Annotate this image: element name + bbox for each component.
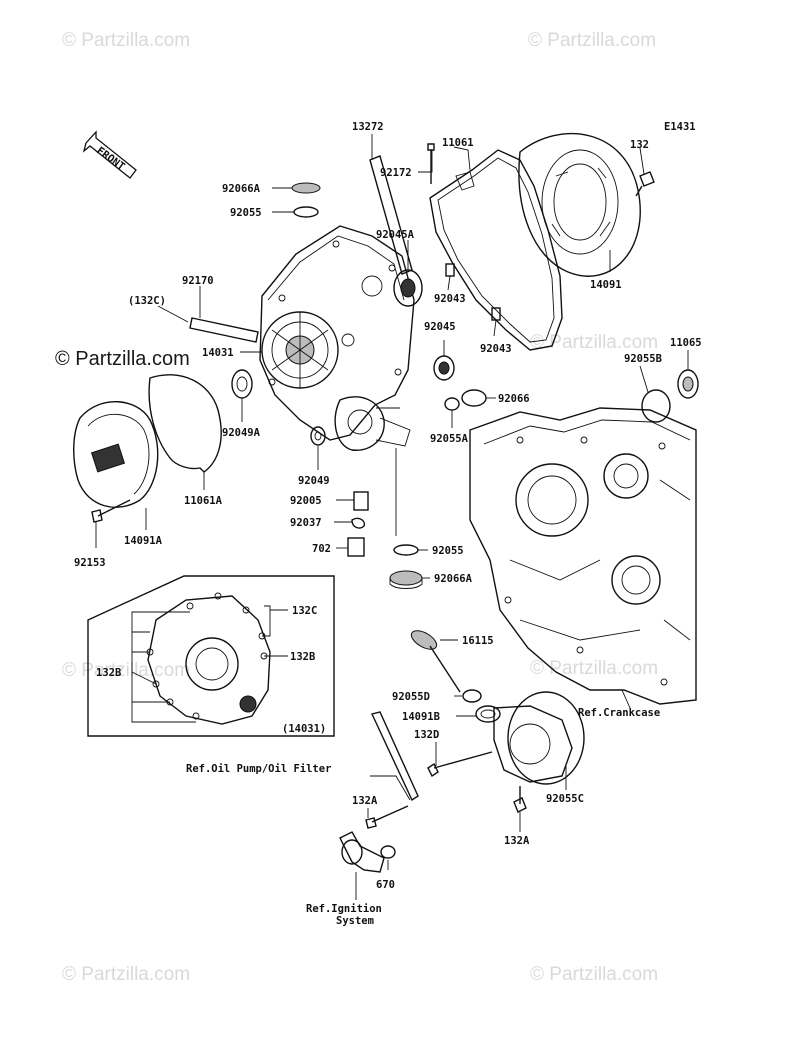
watermark-group: © Partzilla.com © Partzilla.com © Partzi… [55, 30, 658, 985]
oil-pipe-drawing [371, 711, 419, 802]
label-92037: 92037 [290, 517, 322, 529]
label-11061: 11061 [442, 137, 474, 149]
seal-92049a-drawing [231, 369, 253, 399]
watermark-top-right: © Partzilla.com [528, 30, 656, 51]
label-92045a: 92045A [376, 229, 415, 241]
label-14091a: 14091A [124, 535, 163, 547]
magneto-gasket-drawing [148, 374, 222, 473]
oring-92055b-drawing [641, 389, 671, 423]
label-92055d: 92055D [392, 691, 430, 703]
seal-92049-drawing [310, 426, 326, 446]
label-702: 702 [312, 543, 331, 555]
label-92153: 92153 [74, 557, 106, 569]
watermark-bottom-right: © Partzilla.com [530, 964, 658, 985]
label-92172: 92172 [380, 167, 412, 179]
clutch-cover-plate-drawing [518, 132, 641, 277]
plug-92066-drawing [461, 389, 487, 407]
ref-oil-pump-label: Ref.Oil Pump/Oil Filter [186, 763, 331, 775]
label-92066: 92066 [498, 393, 530, 405]
washer-92066a-drawing [291, 182, 321, 194]
oring-92055d-drawing [462, 689, 482, 703]
cover-gasket-drawing [429, 149, 563, 351]
ref-ignition-label-line2: System [336, 915, 374, 927]
bearing-92045-drawing [433, 355, 455, 381]
filler-neck-14091b-drawing [475, 705, 501, 723]
label-14091b: 14091B [402, 711, 440, 723]
label-92043-b: 92043 [480, 343, 512, 355]
dowel-92043-a-drawing [445, 263, 455, 277]
label-132: 132 [630, 139, 649, 151]
label-13272: 13272 [352, 121, 384, 133]
label-670: 670 [376, 879, 395, 891]
label-92049: 92049 [298, 475, 330, 487]
watermark-mid-left: © Partzilla.com [62, 660, 190, 681]
clamp-92037-drawing [351, 517, 365, 529]
oring-670-drawing [380, 845, 396, 859]
label-92066a: 92066A [222, 183, 261, 195]
bolt-132d-drawing [427, 751, 493, 778]
bolt-132-drawing [635, 171, 655, 197]
bolt-132a-right-drawing [513, 786, 527, 813]
bolt-92153-drawing [91, 499, 131, 523]
ref-ignition-label-line1: Ref.Ignition [306, 903, 382, 915]
label-92055: 92055 [230, 207, 262, 219]
watermark-mid-right-lower: © Partzilla.com [530, 658, 658, 679]
label-92055a: 92055A [430, 433, 469, 445]
oring-92055a-drawing [444, 397, 460, 411]
label-92055b: 92055B [624, 353, 662, 365]
label-92043-a: 92043 [434, 293, 466, 305]
label-132b-left: 132B [96, 667, 121, 679]
ref-crankcase-label: Ref.Crankcase [578, 707, 660, 719]
right-engine-cover-drawing [259, 225, 415, 451]
label-14031: 14031 [202, 347, 234, 359]
label-14031-paren: (14031) [282, 723, 326, 735]
leader-lines [95, 134, 689, 900]
label-92049a: 92049A [222, 427, 261, 439]
crankcase-reference-drawing [469, 407, 697, 705]
oring-92055c-drawing [507, 691, 585, 785]
bolt-92172-drawing [427, 143, 435, 184]
ignition-pickup-drawing [339, 831, 385, 873]
label-132b-right: 132B [290, 651, 315, 663]
label-132c-paren: (132C) [128, 295, 166, 307]
label-92170: 92170 [182, 275, 214, 287]
cap-92066a-lower-drawing [389, 570, 423, 589]
label-16115: 16115 [462, 635, 494, 647]
bolt-132a-left-drawing [365, 805, 409, 829]
oring-92055-drawing [293, 206, 319, 218]
reference-label-group: Ref.Crankcase Ref.Oil Pump/Oil Filter Re… [186, 707, 660, 927]
label-132a-left: 132A [352, 795, 378, 807]
label-132d: 132D [414, 729, 439, 741]
oring-92055-lower-drawing [393, 544, 419, 556]
label-14091: 14091 [590, 279, 622, 291]
watermark-mid-right: © Partzilla.com [530, 332, 658, 353]
label-11061a: 11061A [184, 495, 223, 507]
label-92055c: 92055C [546, 793, 584, 805]
inset-bolt-location-box [87, 575, 335, 737]
label-92005: 92005 [290, 495, 322, 507]
label-11065: 11065 [670, 337, 702, 349]
watermark-bottom-left: © Partzilla.com [62, 964, 190, 985]
label-92066a-lower: 92066A [434, 573, 473, 585]
oil-filter-cover-drawing [493, 705, 573, 783]
label-132a-right: 132A [504, 835, 530, 847]
front-arrow-icon: FRONT [82, 130, 137, 179]
pipe-702-drawing [347, 537, 365, 557]
fitting-92005-drawing [353, 491, 369, 511]
magneto-cover-drawing [73, 401, 159, 508]
label-92045: 92045 [424, 321, 456, 333]
seal-11065-drawing [677, 369, 699, 399]
part-label-group: 13272 11061 132 92066A 92055 92172 92045… [74, 121, 702, 891]
dipstick-16115-drawing [410, 630, 461, 693]
label-132c: 132C [292, 605, 317, 617]
watermark-top-left: © Partzilla.com [62, 30, 190, 51]
label-92055-lower: 92055 [432, 545, 464, 557]
diagram-code: E1431 [664, 121, 696, 133]
watermark-bold: © Partzilla.com [55, 348, 190, 370]
